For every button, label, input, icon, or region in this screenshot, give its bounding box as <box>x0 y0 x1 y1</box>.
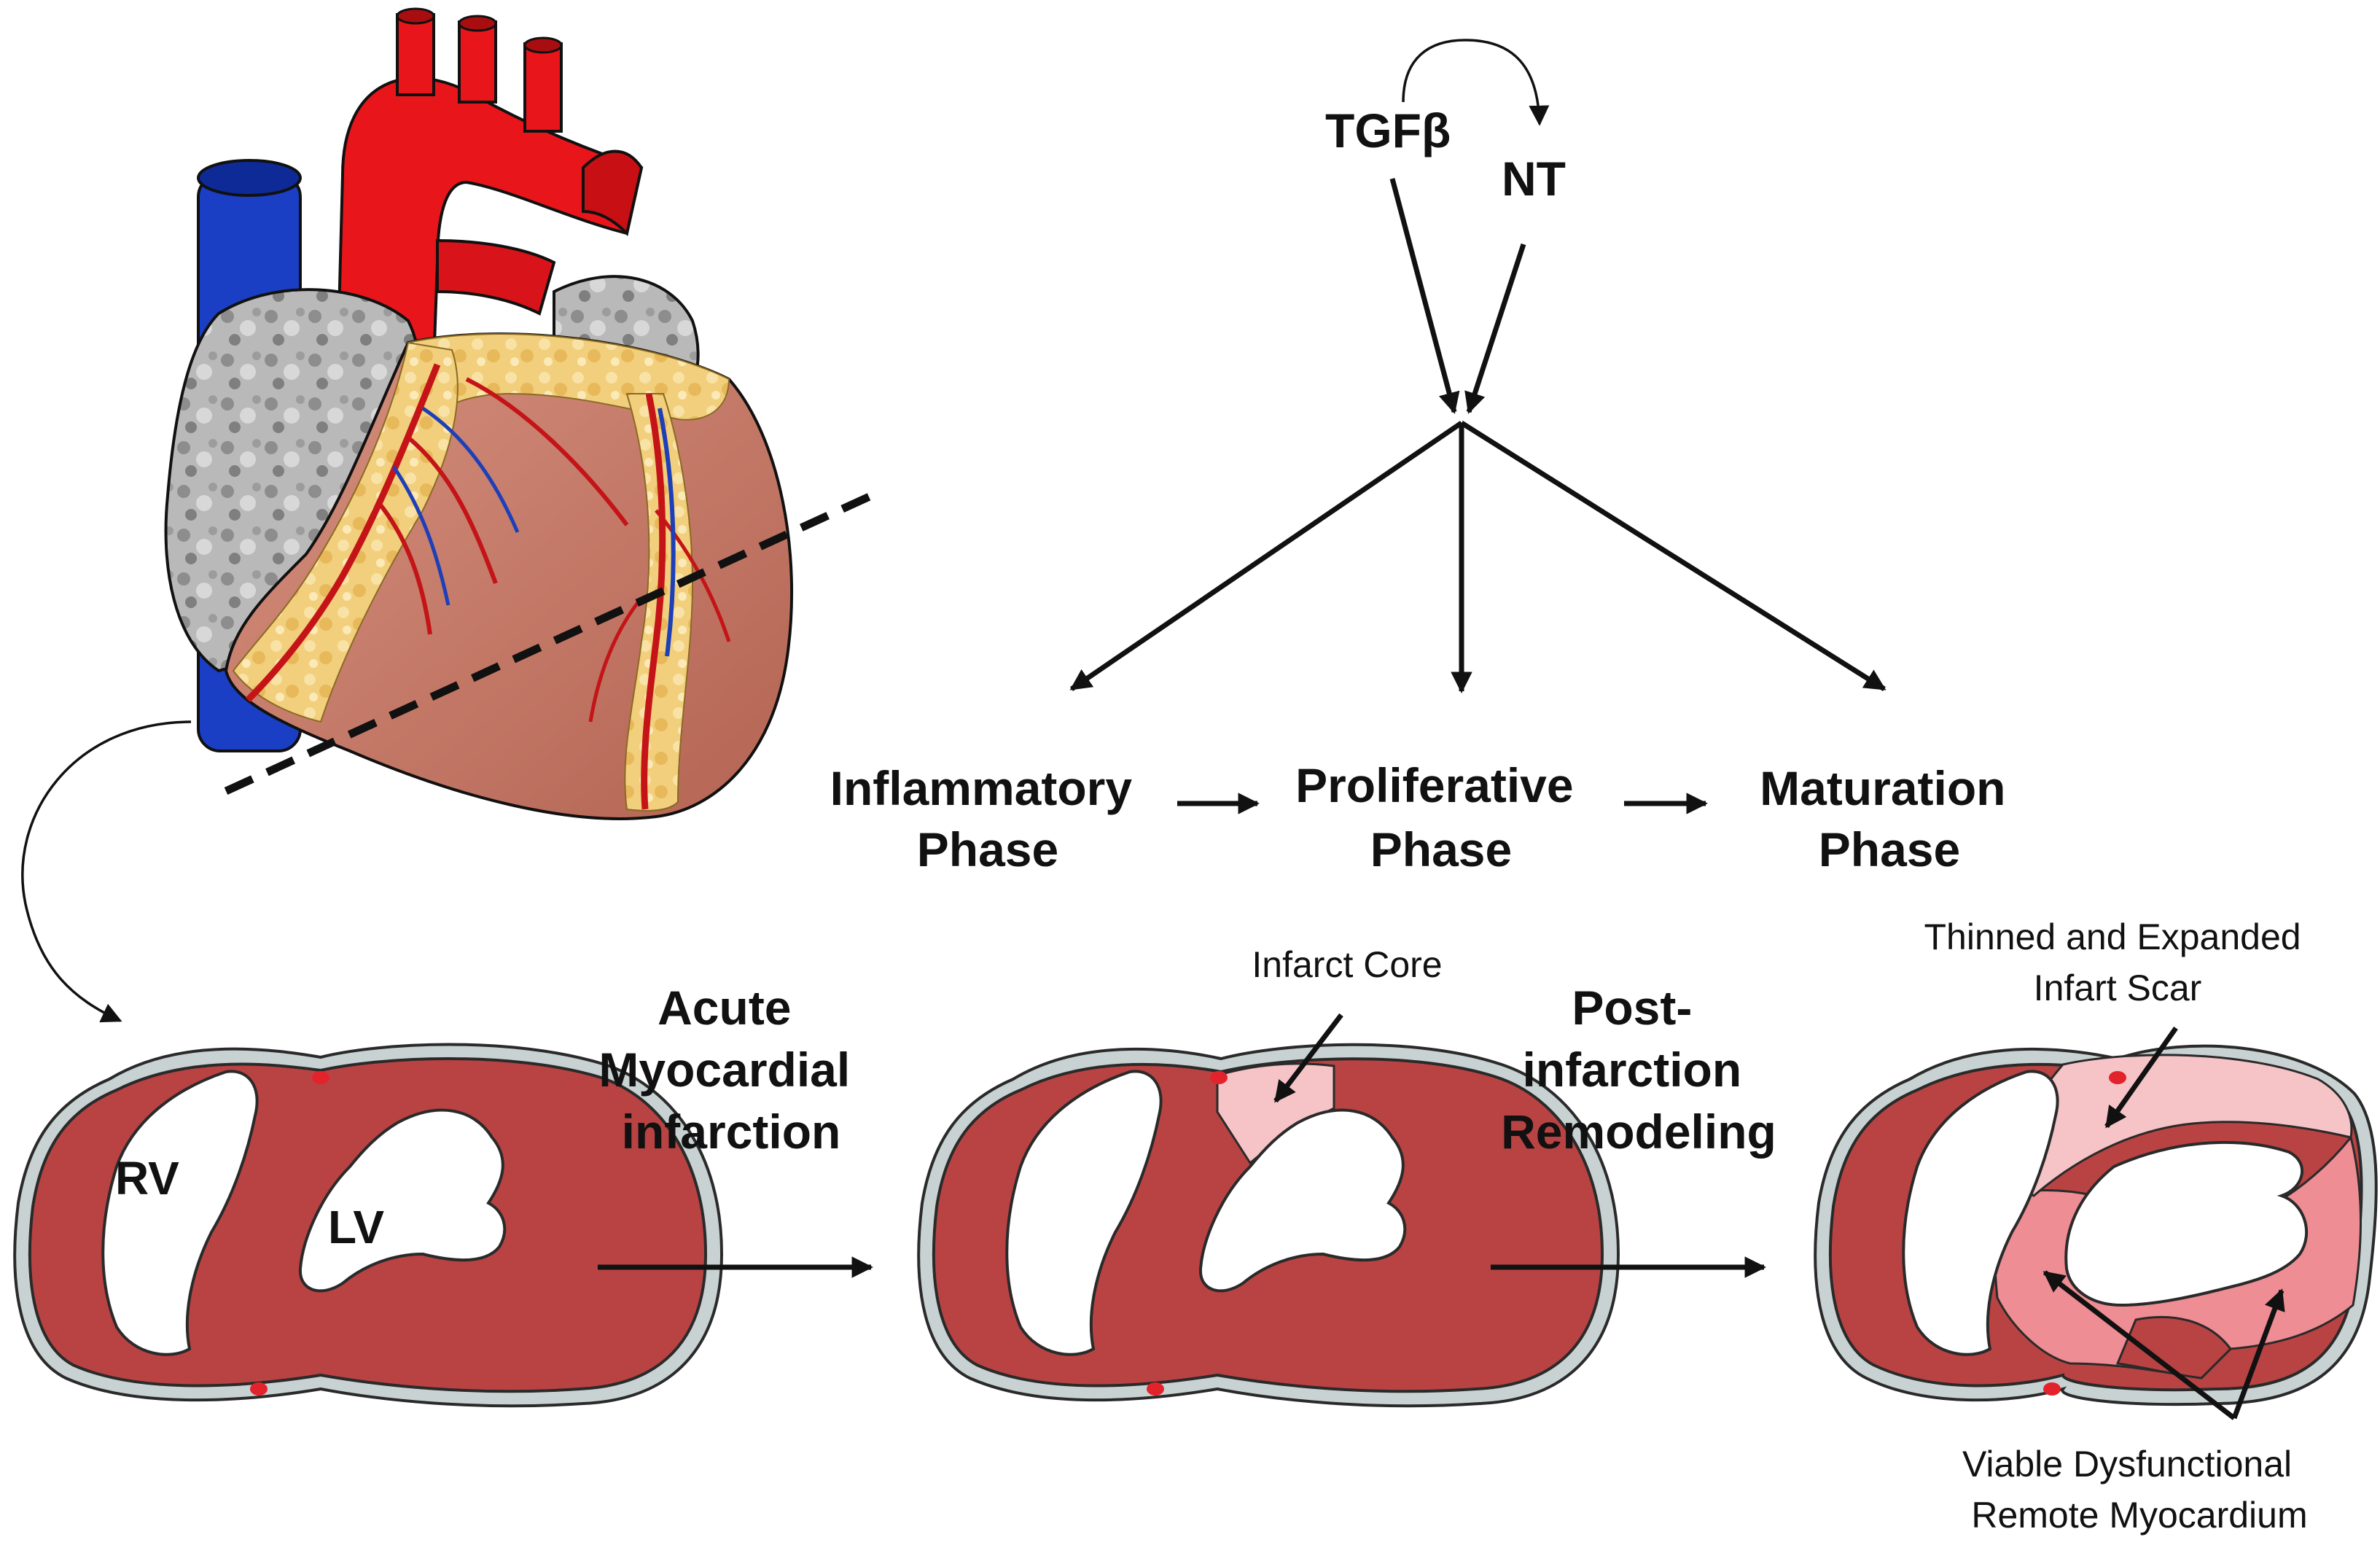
maturation-phase-label: Maturation Phase <box>1760 761 2019 876</box>
curved-section-arrow <box>21 720 192 1023</box>
viable-remote-arrow-left <box>2042 1270 2236 1420</box>
acute-mi-label: Acute Myocardial infarction <box>598 981 863 1159</box>
proliferative-phase-label: Proliferative Phase <box>1295 758 1587 876</box>
thinned-scar-arrow <box>2104 1026 2178 1129</box>
infarct-core-label: Infarct Core <box>1252 944 1442 985</box>
thinned-scar-label: Thinned and Expanded Infart Scar <box>1924 917 2311 1008</box>
nt-label: NT <box>1502 152 1566 206</box>
cross-section-remodeled: Thinned and Expanded Infart Scar Viable … <box>1814 917 2378 1536</box>
acute-transition: Acute Myocardial infarction <box>598 981 873 1278</box>
phases-row: Inflammatory Phase Proliferative Phase M… <box>830 758 2019 876</box>
nt-down-arrow <box>1464 243 1526 414</box>
cross-section-normal: RV LV <box>13 1043 724 1408</box>
infarct-core-arrow <box>1273 1013 1343 1103</box>
section-cut-line <box>224 491 873 795</box>
inflammatory-phase-label: Inflammatory Phase <box>830 761 1146 876</box>
to-maturation-arrow <box>1460 421 1887 691</box>
lv-cavity <box>298 1108 507 1293</box>
rv-label: RV <box>115 1152 179 1205</box>
tgfb-to-nt-curved-arrow <box>1402 39 1550 126</box>
tgfb-label: TGFβ <box>1325 104 1451 157</box>
post-remodeling-label: Post- infarction Remodeling <box>1501 981 1776 1159</box>
heart-illustration-icon <box>164 7 873 820</box>
viable-remote-label: Viable Dysfunctional Remote Myocardium <box>1962 1444 2308 1536</box>
cross-section-infarct: Infarct Core <box>917 944 1620 1408</box>
to-inflammatory-arrow <box>1069 421 1463 691</box>
signaling-cascade: TGFβ NT <box>1069 39 1887 693</box>
lv-label: LV <box>328 1201 384 1253</box>
rv-cavity <box>101 1070 259 1356</box>
post-transition: Post- infarction Remodeling <box>1491 981 1776 1278</box>
tgfb-down-arrow <box>1389 178 1460 414</box>
viable-remote-arrow-right <box>2231 1288 2285 1420</box>
